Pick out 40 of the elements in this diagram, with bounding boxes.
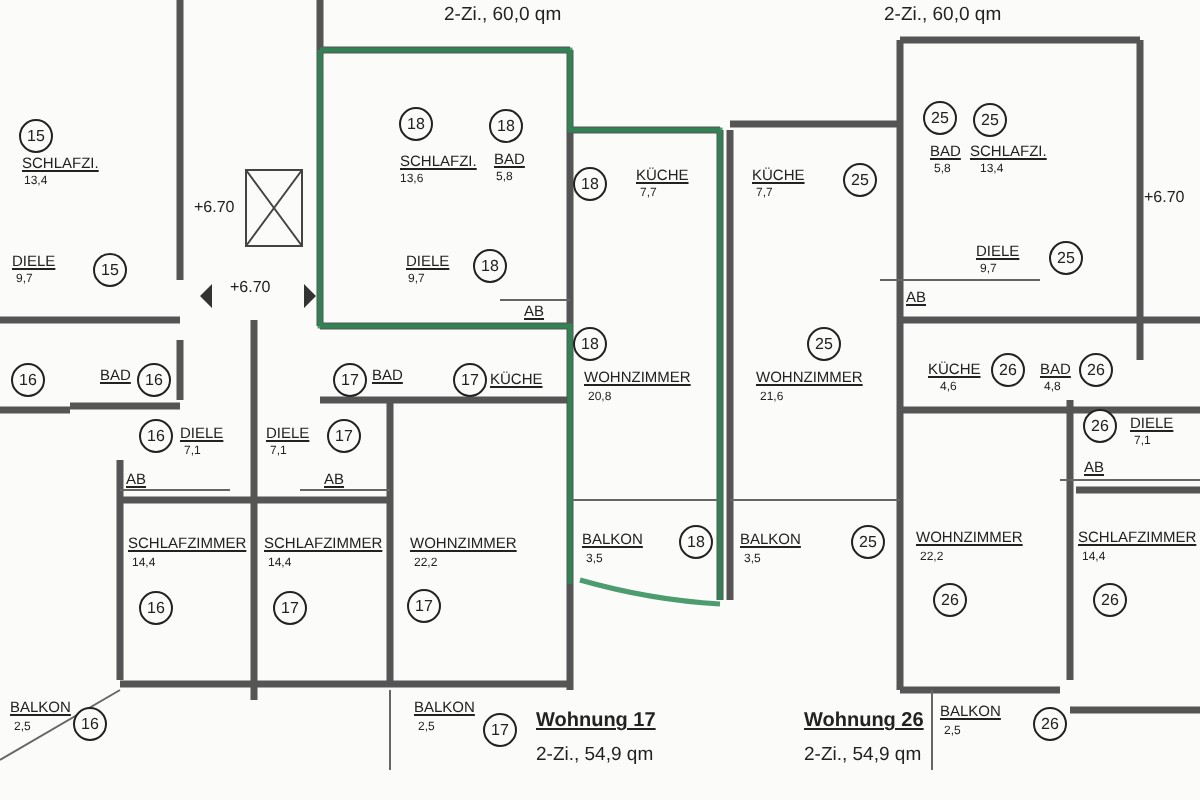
apartment-size: 2-Zi., 54,9 qm [804,746,922,765]
room-number: 26 [1093,583,1127,617]
room-number: 15 [19,119,53,153]
room-number: 17 [273,591,307,625]
room-number: 25 [923,101,957,135]
room-number: 16 [73,707,107,741]
room-number: 26 [1083,409,1117,443]
room-number: 26 [933,583,967,617]
apartment-size: 2-Zi., 60,0 qm [884,6,1002,25]
room-number: 26 [991,353,1025,387]
room-number: 26 [1079,353,1113,387]
apartment-size: 2-Zi., 60,0 qm [444,6,562,25]
apartment-size: 2-Zi., 54,9 qm [536,746,654,765]
room-number: 18 [573,167,607,201]
room-number: 16 [11,363,45,397]
apartment-name: Wohnung 26 [804,712,924,732]
room-number: 17 [407,589,441,623]
room-number: 25 [851,525,885,559]
room-number: 17 [483,713,517,747]
room-number: 25 [807,327,841,361]
room-number: 17 [453,363,487,397]
room-number: 17 [327,419,361,453]
room-number: 25 [843,163,877,197]
room-number: 18 [679,525,713,559]
room-number: 18 [399,107,433,141]
room-number: 16 [137,363,171,397]
room-number: 15 [93,253,127,287]
room-number: 26 [1033,707,1067,741]
elevation-mark: +6.70 [1144,190,1185,206]
elevation-mark: +6.70 [194,200,235,216]
room-number: 18 [489,109,523,143]
elevation-mark: +6.70 [230,280,271,296]
room-number: 25 [973,103,1007,137]
room-number: 16 [139,591,173,625]
room-number: 25 [1049,241,1083,275]
room-number: 18 [473,249,507,283]
room-number: 16 [139,419,173,453]
apartment-name: Wohnung 17 [536,712,656,732]
room-number: 17 [333,363,367,397]
room-number: 18 [573,327,607,361]
